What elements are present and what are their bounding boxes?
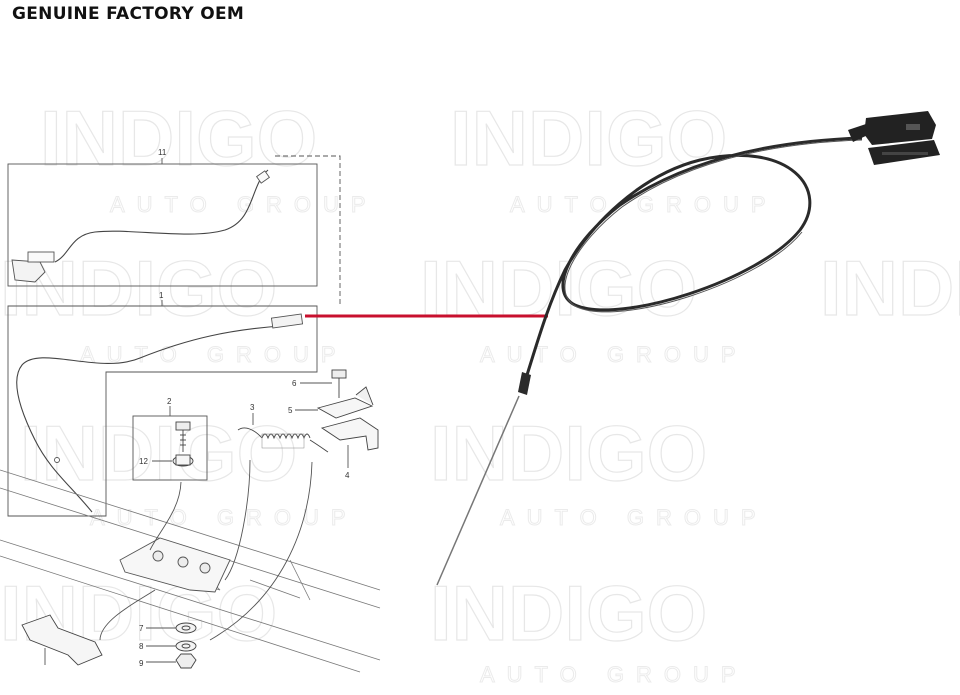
callout-5: 5 [288, 406, 293, 415]
cable-loop-inner [564, 139, 863, 313]
callout-8: 8 [139, 642, 144, 651]
callout-11: 11 [158, 148, 167, 157]
item-1-end-fitting [270, 313, 304, 329]
cable-loop [525, 136, 863, 376]
callout-7: 7 [139, 624, 144, 633]
callout-6: 6 [292, 379, 297, 388]
page-title: GENUINE FACTORY OEM [12, 4, 245, 24]
bracket-5 [316, 386, 379, 451]
cable-ferrule [518, 372, 531, 395]
nut-9 [175, 653, 197, 669]
hood-release-cable-photo-icon [436, 111, 940, 586]
item-1-cable [16, 325, 281, 513]
callout-3: 3 [250, 403, 255, 412]
bolt-6 [331, 369, 347, 398]
callout-1: 1 [159, 291, 164, 300]
washer-7 [175, 622, 197, 634]
cable-inner-wire [436, 395, 520, 586]
item-11-frame [7, 163, 318, 287]
washer-8 [175, 640, 197, 652]
callout-labels: 11 1 2 3 4 5 6 7 8 9 12 [139, 148, 350, 668]
callout-12: 12 [139, 457, 148, 466]
bottom-bracket [21, 614, 103, 666]
latch-bracket [119, 537, 231, 593]
callout-4: 4 [345, 471, 350, 480]
callout-9: 9 [139, 659, 144, 668]
callout-2: 2 [167, 397, 172, 406]
spring-3 [237, 427, 329, 453]
item-11-handle [11, 259, 46, 283]
item-2-frame [132, 415, 208, 481]
bolt-12 [172, 421, 194, 467]
hood-panel-lines [0, 469, 381, 673]
item-1-frame [7, 305, 318, 517]
item-11-dashed-link [275, 155, 341, 305]
cable-connector [848, 111, 940, 165]
item-11-cable [54, 169, 269, 263]
